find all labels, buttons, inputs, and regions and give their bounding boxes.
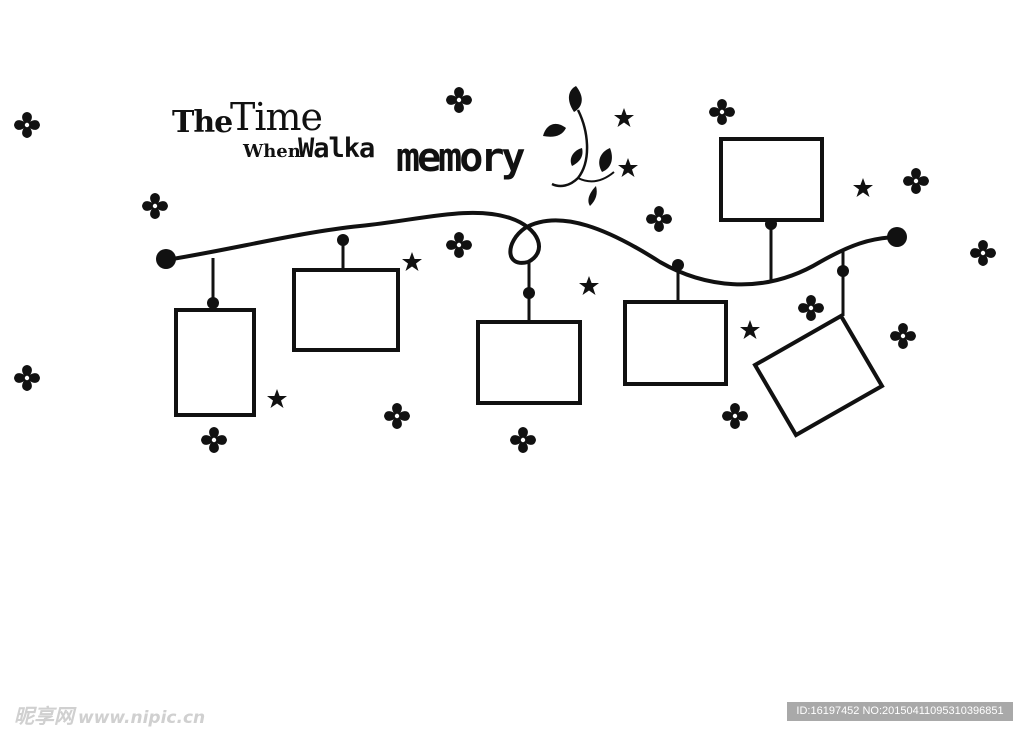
star-icon (853, 178, 873, 197)
hanging-rope (164, 210, 899, 287)
four-petal-flower-icon (709, 99, 735, 125)
photo-frame-1 (174, 258, 256, 417)
four-petal-flower-icon (14, 365, 40, 391)
watermark-brand-name: 昵享网 (14, 704, 74, 728)
four-petal-flower-icon (14, 112, 40, 138)
watermark-url: www.nipic.cn (78, 708, 206, 728)
four-petal-flower-icon (903, 168, 929, 194)
title-word-the: The (172, 105, 233, 140)
watermark-id-bar: ID:16197452 NO:20150411095310396851 (787, 702, 1013, 721)
four-petal-flower-icon (201, 427, 227, 453)
four-petal-flower-icon (646, 206, 672, 232)
four-petal-flower-icon (722, 403, 748, 429)
star-icon (618, 158, 638, 177)
star-icon (402, 252, 422, 271)
photo-frame-6 (752, 250, 885, 438)
four-petal-flower-icon (142, 193, 168, 219)
four-petal-flower-icon (970, 240, 996, 266)
star-icon (267, 389, 287, 408)
four-petal-flower-icon (446, 232, 472, 258)
title-word-memory: memory (396, 135, 525, 181)
photo-frame-2 (292, 234, 400, 352)
four-petal-flower-icon (890, 323, 916, 349)
star-icon (740, 320, 760, 339)
four-petal-flower-icon (446, 87, 472, 113)
four-petal-flower-icon (384, 403, 410, 429)
photo-frame-5 (719, 137, 824, 282)
star-icon (579, 276, 599, 295)
title-word-walka: Walka (298, 133, 375, 164)
title-word-time: Time (230, 95, 323, 139)
four-petal-flower-icon (510, 427, 536, 453)
photo-frame-4 (623, 259, 728, 386)
leaf-vine-icon (543, 86, 615, 206)
rope-end-left (156, 249, 176, 269)
rope-end-right (887, 227, 907, 247)
four-petal-flower-icon (798, 295, 824, 321)
photo-frame-3 (476, 262, 582, 405)
star-icon (614, 108, 634, 127)
title-word-when: When (243, 141, 301, 162)
